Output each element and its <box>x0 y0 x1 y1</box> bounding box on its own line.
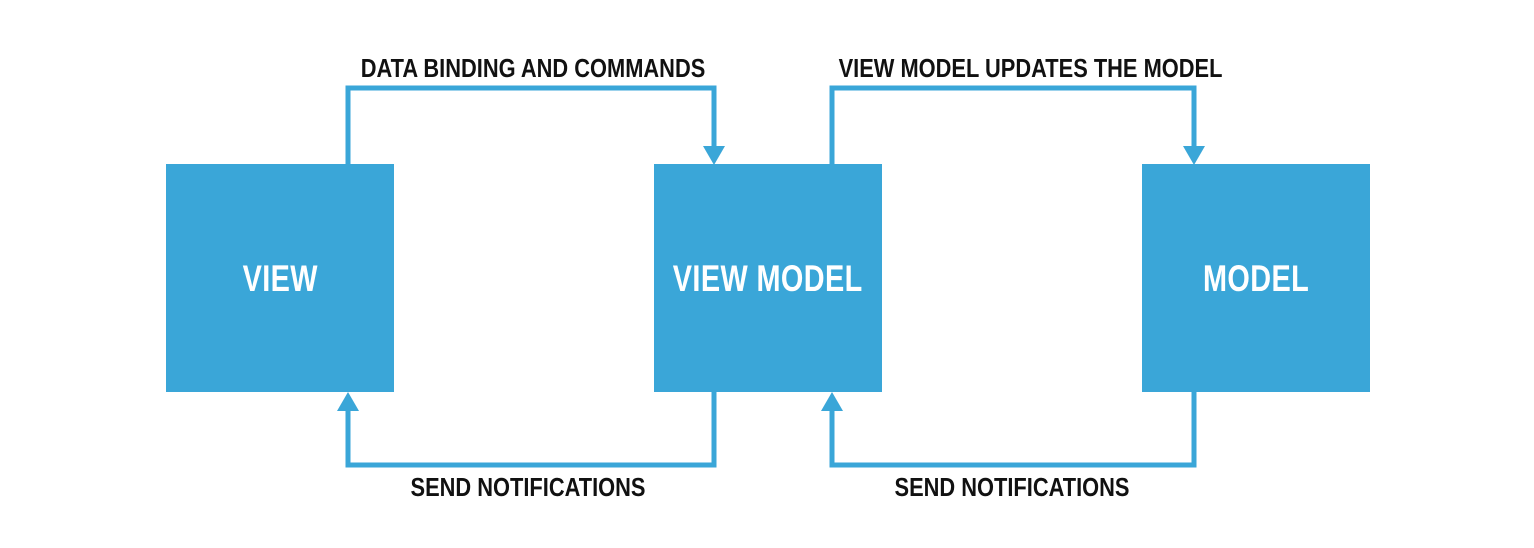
arrowhead-up-icon <box>337 392 359 411</box>
node-model-label: MODEL <box>1202 257 1310 299</box>
edge-data-binding-and-commands <box>345 85 725 165</box>
edge-label-send-notifications-right: SEND NOTIFICATIONS <box>894 472 1130 502</box>
node-view[interactable]: VIEW <box>166 164 394 392</box>
edge-view-model-updates-the-model <box>829 85 1205 165</box>
edge-label-data-binding-and-commands: DATA BINDING AND COMMANDS <box>360 53 706 83</box>
node-view-model[interactable]: VIEW MODEL <box>654 164 882 392</box>
node-view-model-label: VIEW MODEL <box>673 257 863 299</box>
edge-label-send-notifications-left: SEND NOTIFICATIONS <box>410 472 646 502</box>
edge-label-view-model-updates-the-model: VIEW MODEL UPDATES THE MODEL <box>838 53 1223 83</box>
node-view-label: VIEW <box>242 257 318 299</box>
node-model[interactable]: MODEL <box>1142 164 1370 392</box>
edge-send-notifications-left <box>337 392 717 468</box>
arrowhead-down-icon <box>703 146 725 165</box>
arrowhead-down-icon <box>1183 146 1205 165</box>
arrowhead-up-icon <box>821 392 843 411</box>
edge-send-notifications-right <box>821 392 1197 468</box>
